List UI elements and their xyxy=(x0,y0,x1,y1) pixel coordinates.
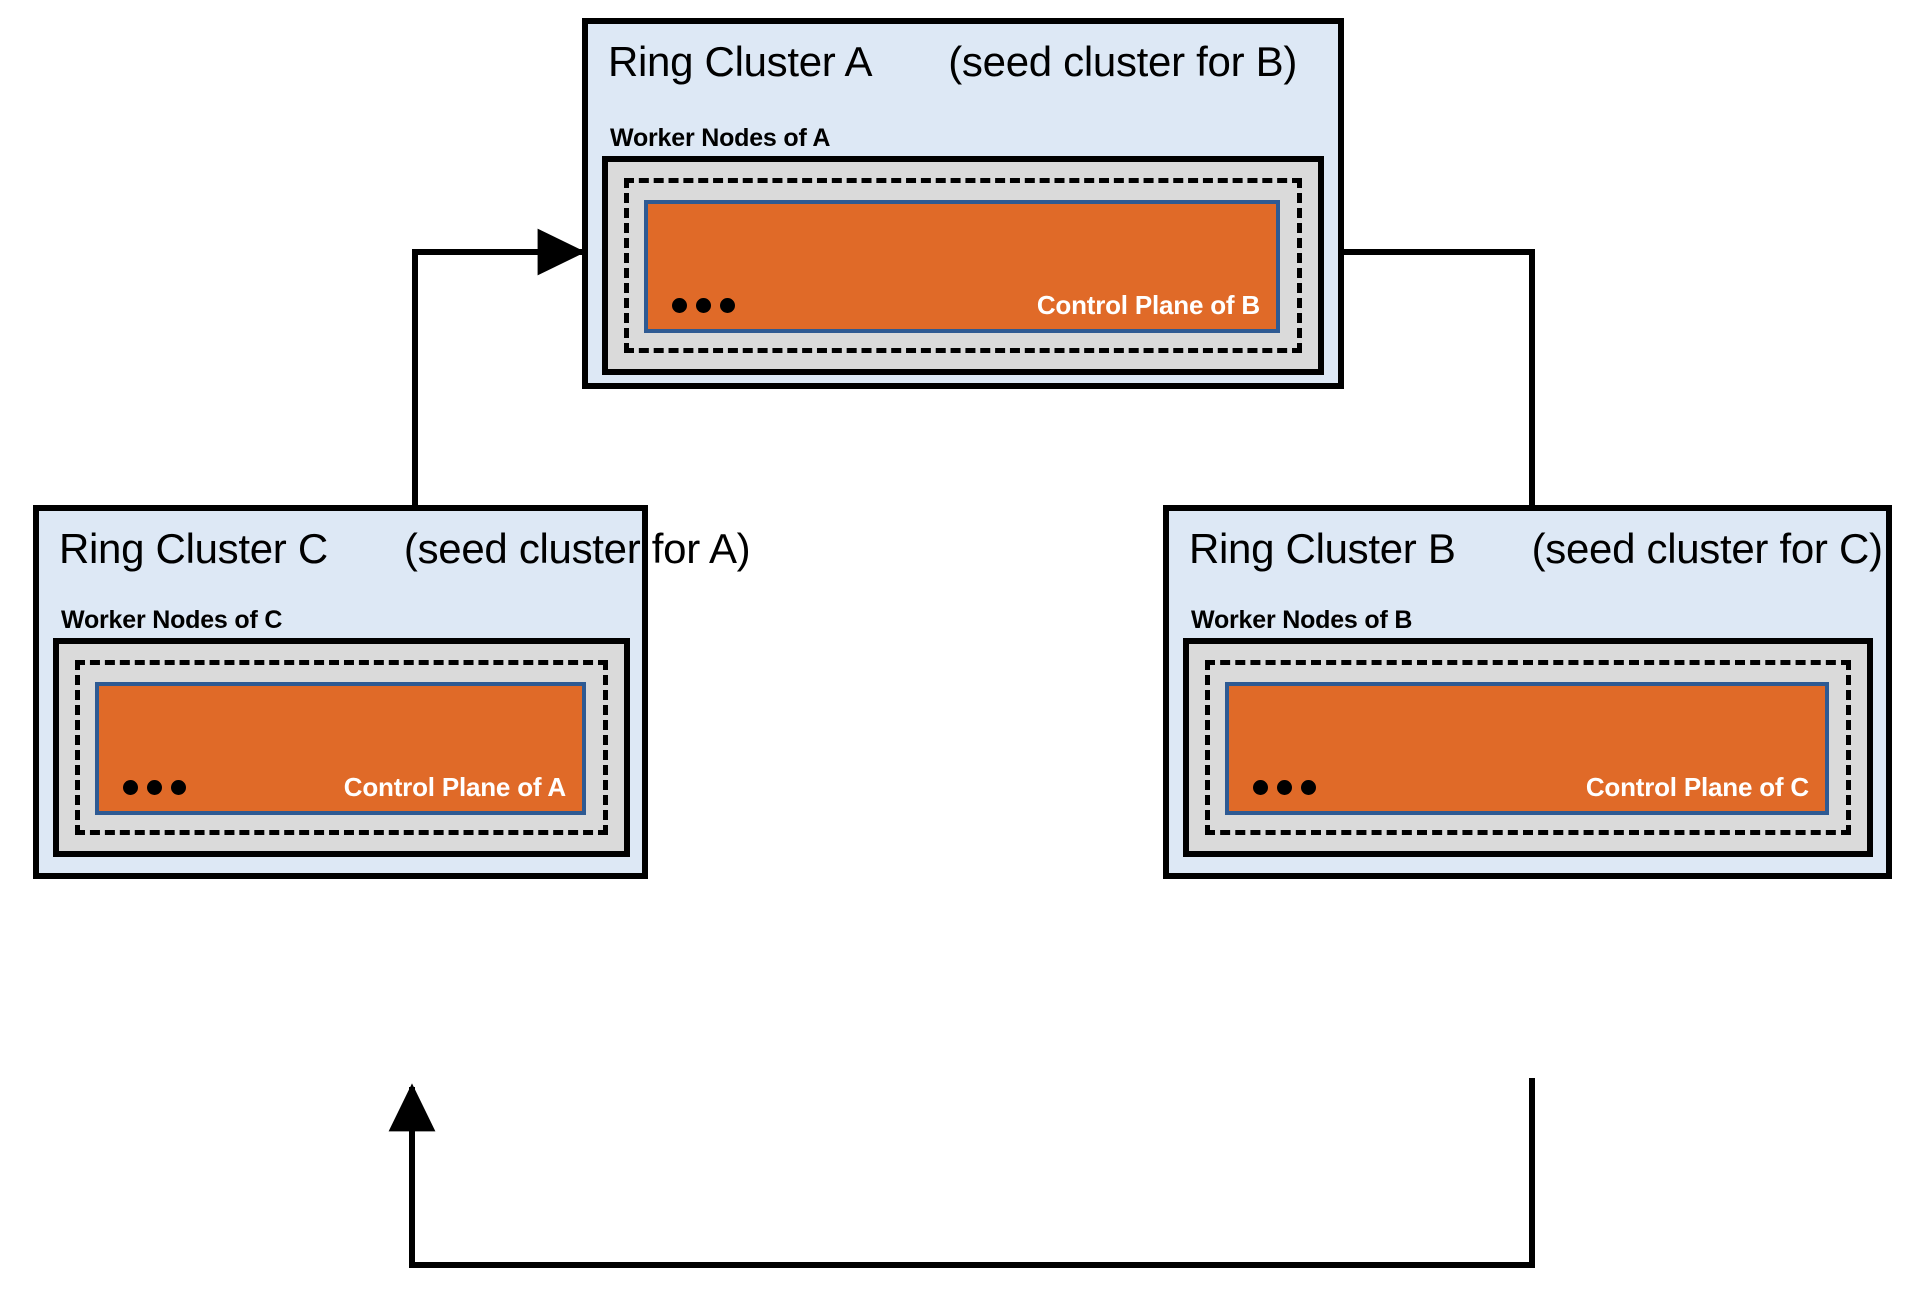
cluster-a-control-plane-label: Control Plane of B xyxy=(1036,290,1260,320)
cluster-a-worker-box[interactable]: Control Plane of B xyxy=(602,156,1324,375)
cluster-c-worker-box[interactable]: Control Plane of A xyxy=(53,638,630,857)
arrow-b-to-c xyxy=(388,1078,1535,1268)
cluster-b-ellipsis-dots xyxy=(1253,780,1316,795)
cluster-c[interactable]: Ring Cluster C (seed cluster for A) Worke… xyxy=(33,505,751,879)
cluster-c-control-plane-label: Control Plane of A xyxy=(343,772,566,802)
cluster-a[interactable]: Ring Cluster A (seed cluster for B) Worke… xyxy=(582,18,1344,389)
cluster-b-title: Ring Cluster B (seed cluster for C) xyxy=(1189,525,1883,573)
cluster-a-ellipsis-dots xyxy=(672,298,735,313)
cluster-c-seed-note: (seed cluster for A) xyxy=(403,525,751,572)
cluster-b-control-plane[interactable]: Control Plane of C xyxy=(1225,682,1829,815)
cluster-c-ellipsis-dots xyxy=(123,780,186,795)
cluster-c-name: Ring Cluster C xyxy=(59,525,328,572)
cluster-a-node-boundary xyxy=(624,178,1302,353)
cluster-b-seed-note: (seed cluster for C) xyxy=(1531,525,1883,572)
cluster-b-worker-box[interactable]: Control Plane of C xyxy=(1183,638,1873,857)
cluster-c-title: Ring Cluster C (seed cluster for A) xyxy=(59,525,751,573)
cluster-a-title: Ring Cluster A (seed cluster for B) xyxy=(608,38,1297,86)
cluster-c-worker-label: Worker Nodes of C xyxy=(61,606,283,634)
cluster-c-node-boundary xyxy=(75,660,608,835)
cluster-c-control-plane[interactable]: Control Plane of A xyxy=(95,682,586,815)
cluster-b-name: Ring Cluster B xyxy=(1189,525,1456,572)
cluster-b-worker-label: Worker Nodes of B xyxy=(1191,606,1413,634)
cluster-b[interactable]: Ring Cluster B (seed cluster for C) Worke… xyxy=(1163,505,1892,879)
cluster-a-worker-label: Worker Nodes of A xyxy=(610,124,831,152)
cluster-a-seed-note: (seed cluster for B) xyxy=(948,38,1298,85)
cluster-a-name: Ring Cluster A xyxy=(608,38,873,85)
cluster-b-node-boundary xyxy=(1205,660,1851,835)
cluster-a-control-plane[interactable]: Control Plane of B xyxy=(644,200,1280,333)
cluster-b-control-plane-label: Control Plane of C xyxy=(1585,772,1809,802)
